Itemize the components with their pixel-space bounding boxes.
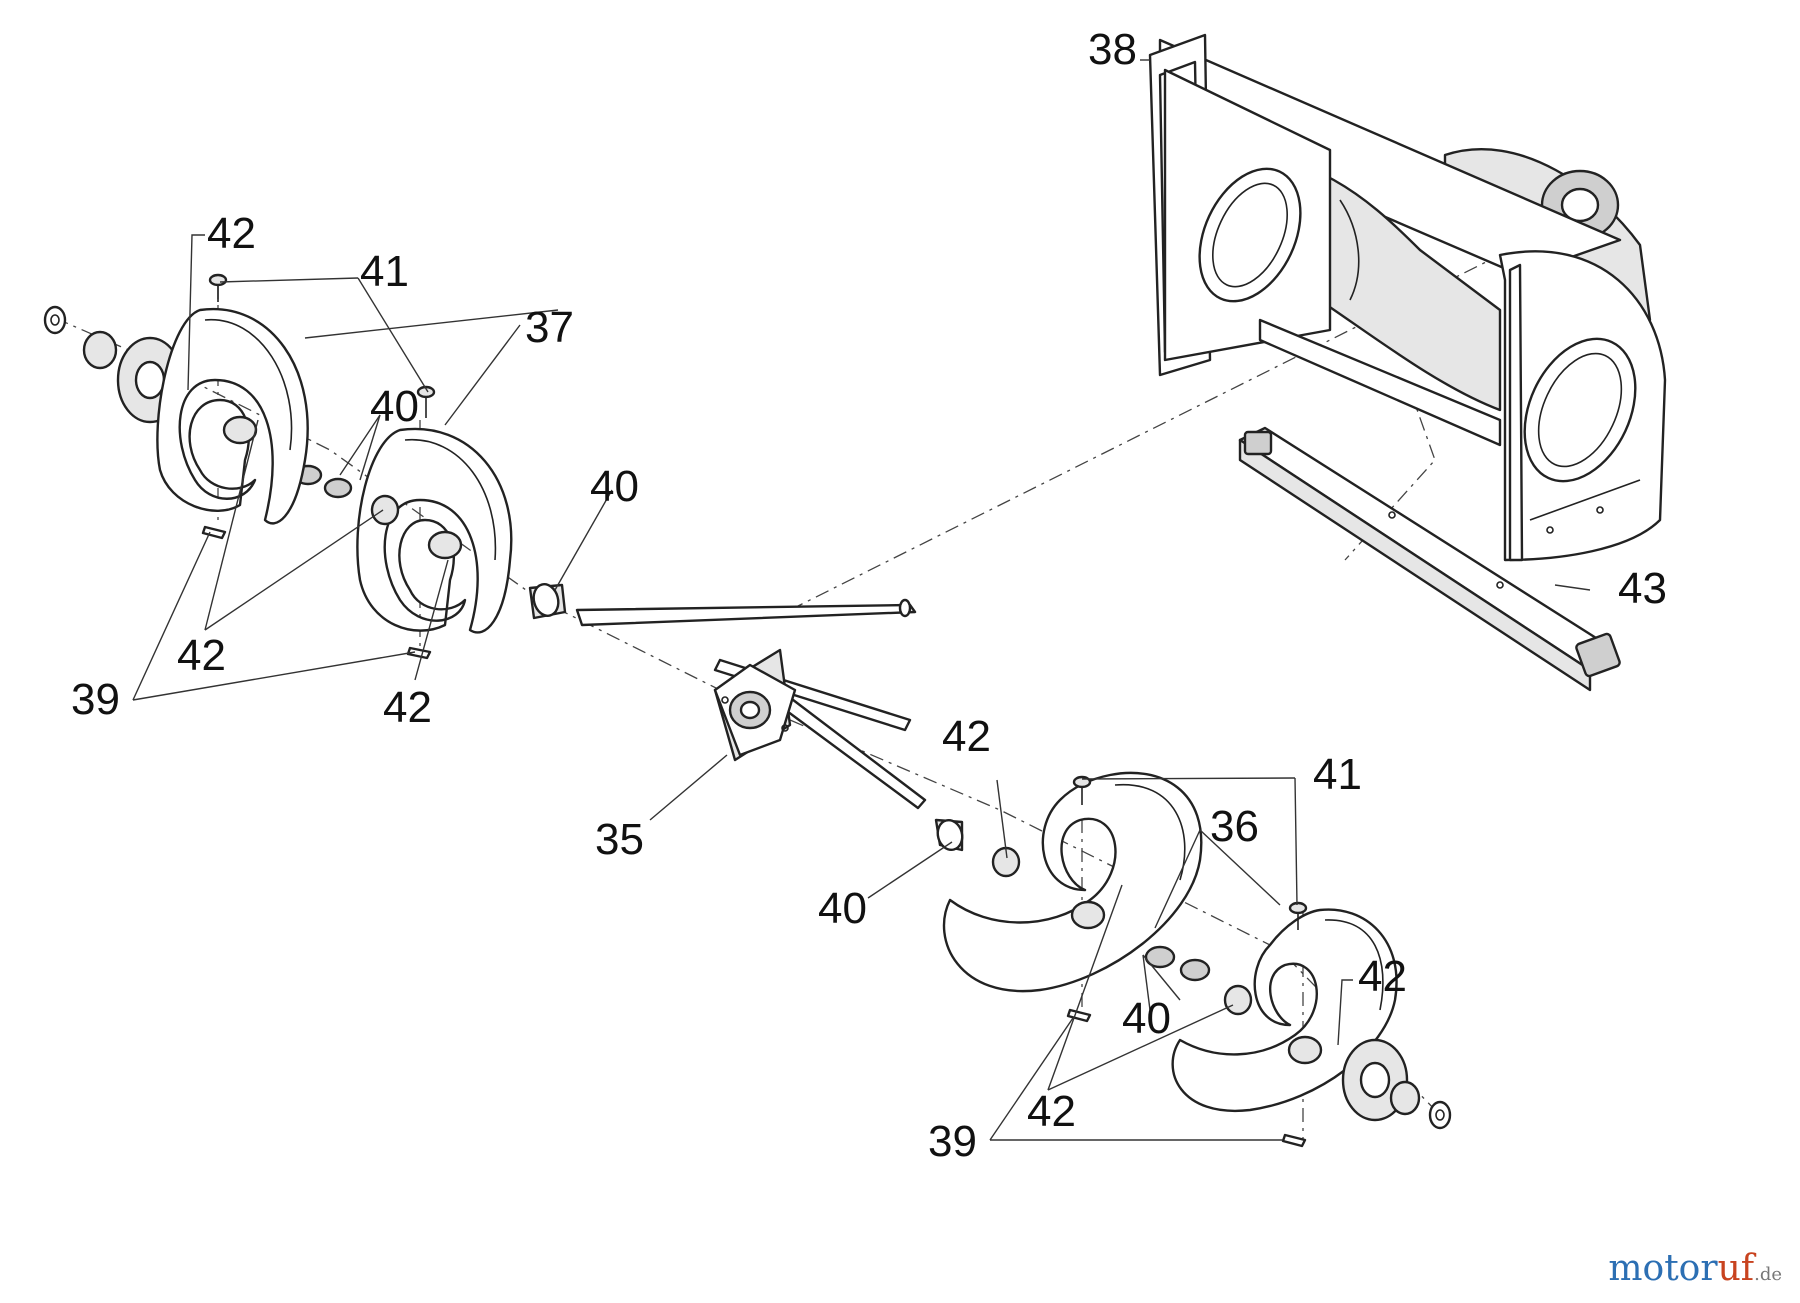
auger-spiral-right-outer bbox=[1171, 908, 1398, 1113]
auger-housing bbox=[1148, 33, 1667, 562]
bushing-center-left bbox=[528, 583, 567, 620]
callout-35: 35 bbox=[595, 815, 644, 864]
auger-spiral-left-outer bbox=[156, 307, 309, 525]
shear-bolt-left-inner bbox=[416, 385, 436, 418]
left-end-nut bbox=[82, 330, 118, 370]
right-end-nut bbox=[1389, 1080, 1421, 1116]
cotter-pin-right-1 bbox=[1066, 1008, 1092, 1023]
callout-42-right-bottom: 42 bbox=[1027, 1087, 1076, 1136]
callout-42-left-top: 42 bbox=[207, 209, 256, 258]
gearbox bbox=[713, 648, 797, 762]
callout-37: 37 bbox=[525, 303, 574, 352]
right-outer-nut bbox=[1223, 984, 1253, 1016]
callout-42-left-inner: 42 bbox=[383, 683, 432, 732]
callout-36: 36 bbox=[1210, 802, 1259, 851]
callout-42-left-bottom: 42 bbox=[177, 631, 226, 680]
watermark-part1: motor bbox=[1608, 1248, 1718, 1289]
callout-39-right: 39 bbox=[928, 1117, 977, 1166]
cotter-pin-right-2 bbox=[1281, 1133, 1307, 1148]
cotter-pin-left-1 bbox=[201, 525, 227, 540]
callout-40-right-pair: 40 bbox=[1122, 994, 1171, 1043]
callout-39-left: 39 bbox=[71, 675, 120, 724]
leader-lines bbox=[132, 59, 1591, 1141]
callout-38: 38 bbox=[1088, 25, 1137, 74]
callout-42-right-outer: 42 bbox=[1358, 952, 1407, 1001]
shear-bolt-right-top bbox=[1072, 775, 1092, 805]
callout-42-right-inner-top: 42 bbox=[942, 712, 991, 761]
watermark-part2: uf bbox=[1717, 1248, 1755, 1289]
callout-40-left-pair: 40 bbox=[370, 382, 419, 431]
callout-41-left: 41 bbox=[360, 247, 409, 296]
shear-bolt-right-inner bbox=[1288, 901, 1308, 930]
cross-bar bbox=[1238, 426, 1621, 692]
callout-40-center-right: 40 bbox=[818, 884, 867, 933]
callout-41-right: 41 bbox=[1313, 750, 1362, 799]
right-end-washer bbox=[1428, 1100, 1452, 1130]
callout-40-center-left: 40 bbox=[590, 462, 639, 511]
bushing-center-right bbox=[934, 818, 964, 852]
callout-43: 43 bbox=[1618, 564, 1667, 613]
left-inner-nut bbox=[370, 494, 400, 526]
watermark-suffix: .de bbox=[1754, 1264, 1782, 1285]
bushing-right-pair bbox=[1144, 945, 1211, 982]
motoruf-watermark-logo: motoruf.de bbox=[1608, 1248, 1782, 1289]
shear-bolt-left-top bbox=[208, 273, 228, 302]
auger-spiral-right-inner bbox=[942, 771, 1203, 993]
left-end-washer bbox=[43, 305, 67, 335]
auger-spiral-left-inner bbox=[356, 427, 513, 634]
